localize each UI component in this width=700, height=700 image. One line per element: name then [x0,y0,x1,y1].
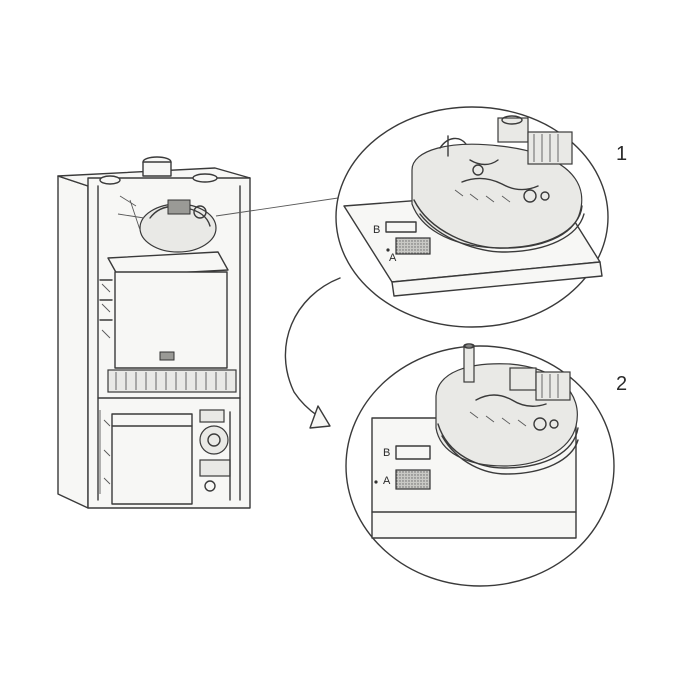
zoom-circle-1 [335,106,609,328]
zoom2-exhaust-stub [463,345,475,383]
zoom2-motor [509,367,537,391]
step-number-2: 2 [616,373,627,395]
zoom2-plate-slot-a [395,469,431,490]
zoom2-letter-a: A [383,475,391,487]
expansion-tank [111,413,193,505]
zoom1-plate-slot-b [385,221,417,233]
leader-line [215,197,339,217]
zoom1-letter-a: A [389,252,397,264]
boiler-unit [57,156,251,509]
step-number-1: 1 [616,143,627,165]
zoom2-plate-slot-b [395,445,431,460]
zoom2-letter-b: B [383,447,390,459]
burner [107,369,237,393]
pump [199,425,229,455]
curved-arrow-icon [284,277,341,429]
zoom-detail-2: B A [345,343,615,587]
zoom-circle-2 [345,345,615,587]
cabinet-side-panel [57,175,89,509]
zoom-detail-1: B A [335,106,609,328]
zoom1-fan-housing [411,143,583,249]
zoom1-letter-b: B [373,224,380,236]
zoom1-plate-slot-a [395,237,431,255]
